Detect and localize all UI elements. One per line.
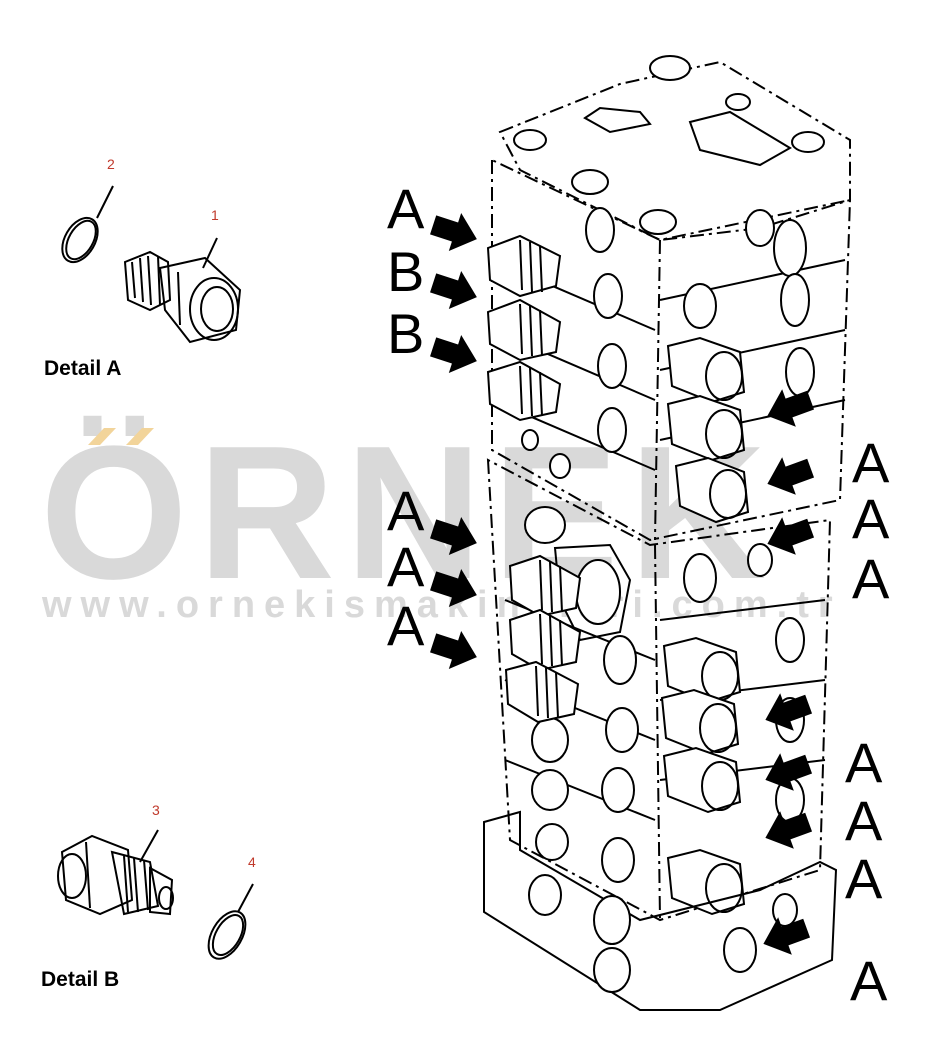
callout-right-7: A <box>850 949 888 1012</box>
detail-b-label: Detail B <box>41 968 119 991</box>
plug-right-upper-3 <box>674 456 750 524</box>
part-number-1: 1 <box>211 207 219 223</box>
arrow-right-7 <box>763 917 811 955</box>
arrow-right-5 <box>765 753 813 791</box>
arrow-left-1 <box>430 212 477 252</box>
arrow-right-1 <box>767 389 815 427</box>
plug-1 <box>123 250 242 344</box>
o-ring-4 <box>207 910 247 960</box>
callout-left-2: B <box>387 240 424 303</box>
callout-left-5: A <box>387 535 425 598</box>
arrow-right-6 <box>765 811 813 849</box>
detail-b-assembly: 3 4 Detail B <box>41 802 256 991</box>
plug-right-upper-2 <box>666 394 746 462</box>
callout-right-5: A <box>845 789 883 852</box>
arrow-left-4 <box>430 516 477 556</box>
callout-right-6: A <box>845 847 883 910</box>
relief-valve-left-4 <box>508 554 582 618</box>
watermark-accent-left <box>88 428 116 445</box>
callout-letters: A B B A A A A A A A A A A <box>387 177 890 1012</box>
watermark-brand: ÖRNEK <box>40 407 776 619</box>
detail-a-label: Detail A <box>44 357 121 380</box>
plug-3 <box>57 834 174 916</box>
o-ring-2 <box>61 216 99 264</box>
control-valve-block <box>483 55 852 1011</box>
relief-valve-left-6 <box>504 660 580 724</box>
part-number-2: 2 <box>107 156 115 172</box>
callout-right-4: A <box>845 731 883 794</box>
callout-right-1: A <box>852 431 890 494</box>
callout-right-2: A <box>852 487 890 550</box>
plug-right-lower-1 <box>662 636 742 704</box>
arrow-left-5 <box>430 568 477 608</box>
arrow-right-2 <box>767 457 815 495</box>
leader-line-4 <box>237 883 254 913</box>
arrow-right-3 <box>767 517 815 555</box>
arrow-right-4 <box>765 693 813 731</box>
arrow-left-2 <box>430 270 477 310</box>
watermark: ÖRNEK www.ornekismakinalari.com.tr <box>40 407 833 626</box>
part-number-3: 3 <box>152 802 160 818</box>
detail-a-assembly: 2 1 Detail A <box>44 156 242 380</box>
callout-right-3: A <box>852 547 890 610</box>
callout-left-6: A <box>387 594 425 657</box>
arrow-left-6 <box>430 630 477 670</box>
callout-left-1: A <box>387 177 425 240</box>
watermark-accent-right <box>126 428 154 445</box>
plug-right-lower-3 <box>662 746 742 814</box>
plug-right-upper-1 <box>666 336 746 404</box>
part-number-4: 4 <box>248 854 256 870</box>
arrow-left-3 <box>430 334 477 374</box>
relief-valve-left-2 <box>486 298 562 362</box>
relief-valve-left-1 <box>486 234 562 298</box>
leader-line-2 <box>96 185 114 219</box>
callout-left-3: B <box>387 302 424 365</box>
relief-valve-left-5 <box>508 608 582 672</box>
leader-line-3 <box>139 829 159 863</box>
plug-right-lower-2 <box>660 688 740 756</box>
relief-valve-left-3 <box>486 360 562 422</box>
arrows <box>430 212 815 955</box>
callout-left-4: A <box>387 479 425 542</box>
leader-line-1 <box>202 237 218 269</box>
